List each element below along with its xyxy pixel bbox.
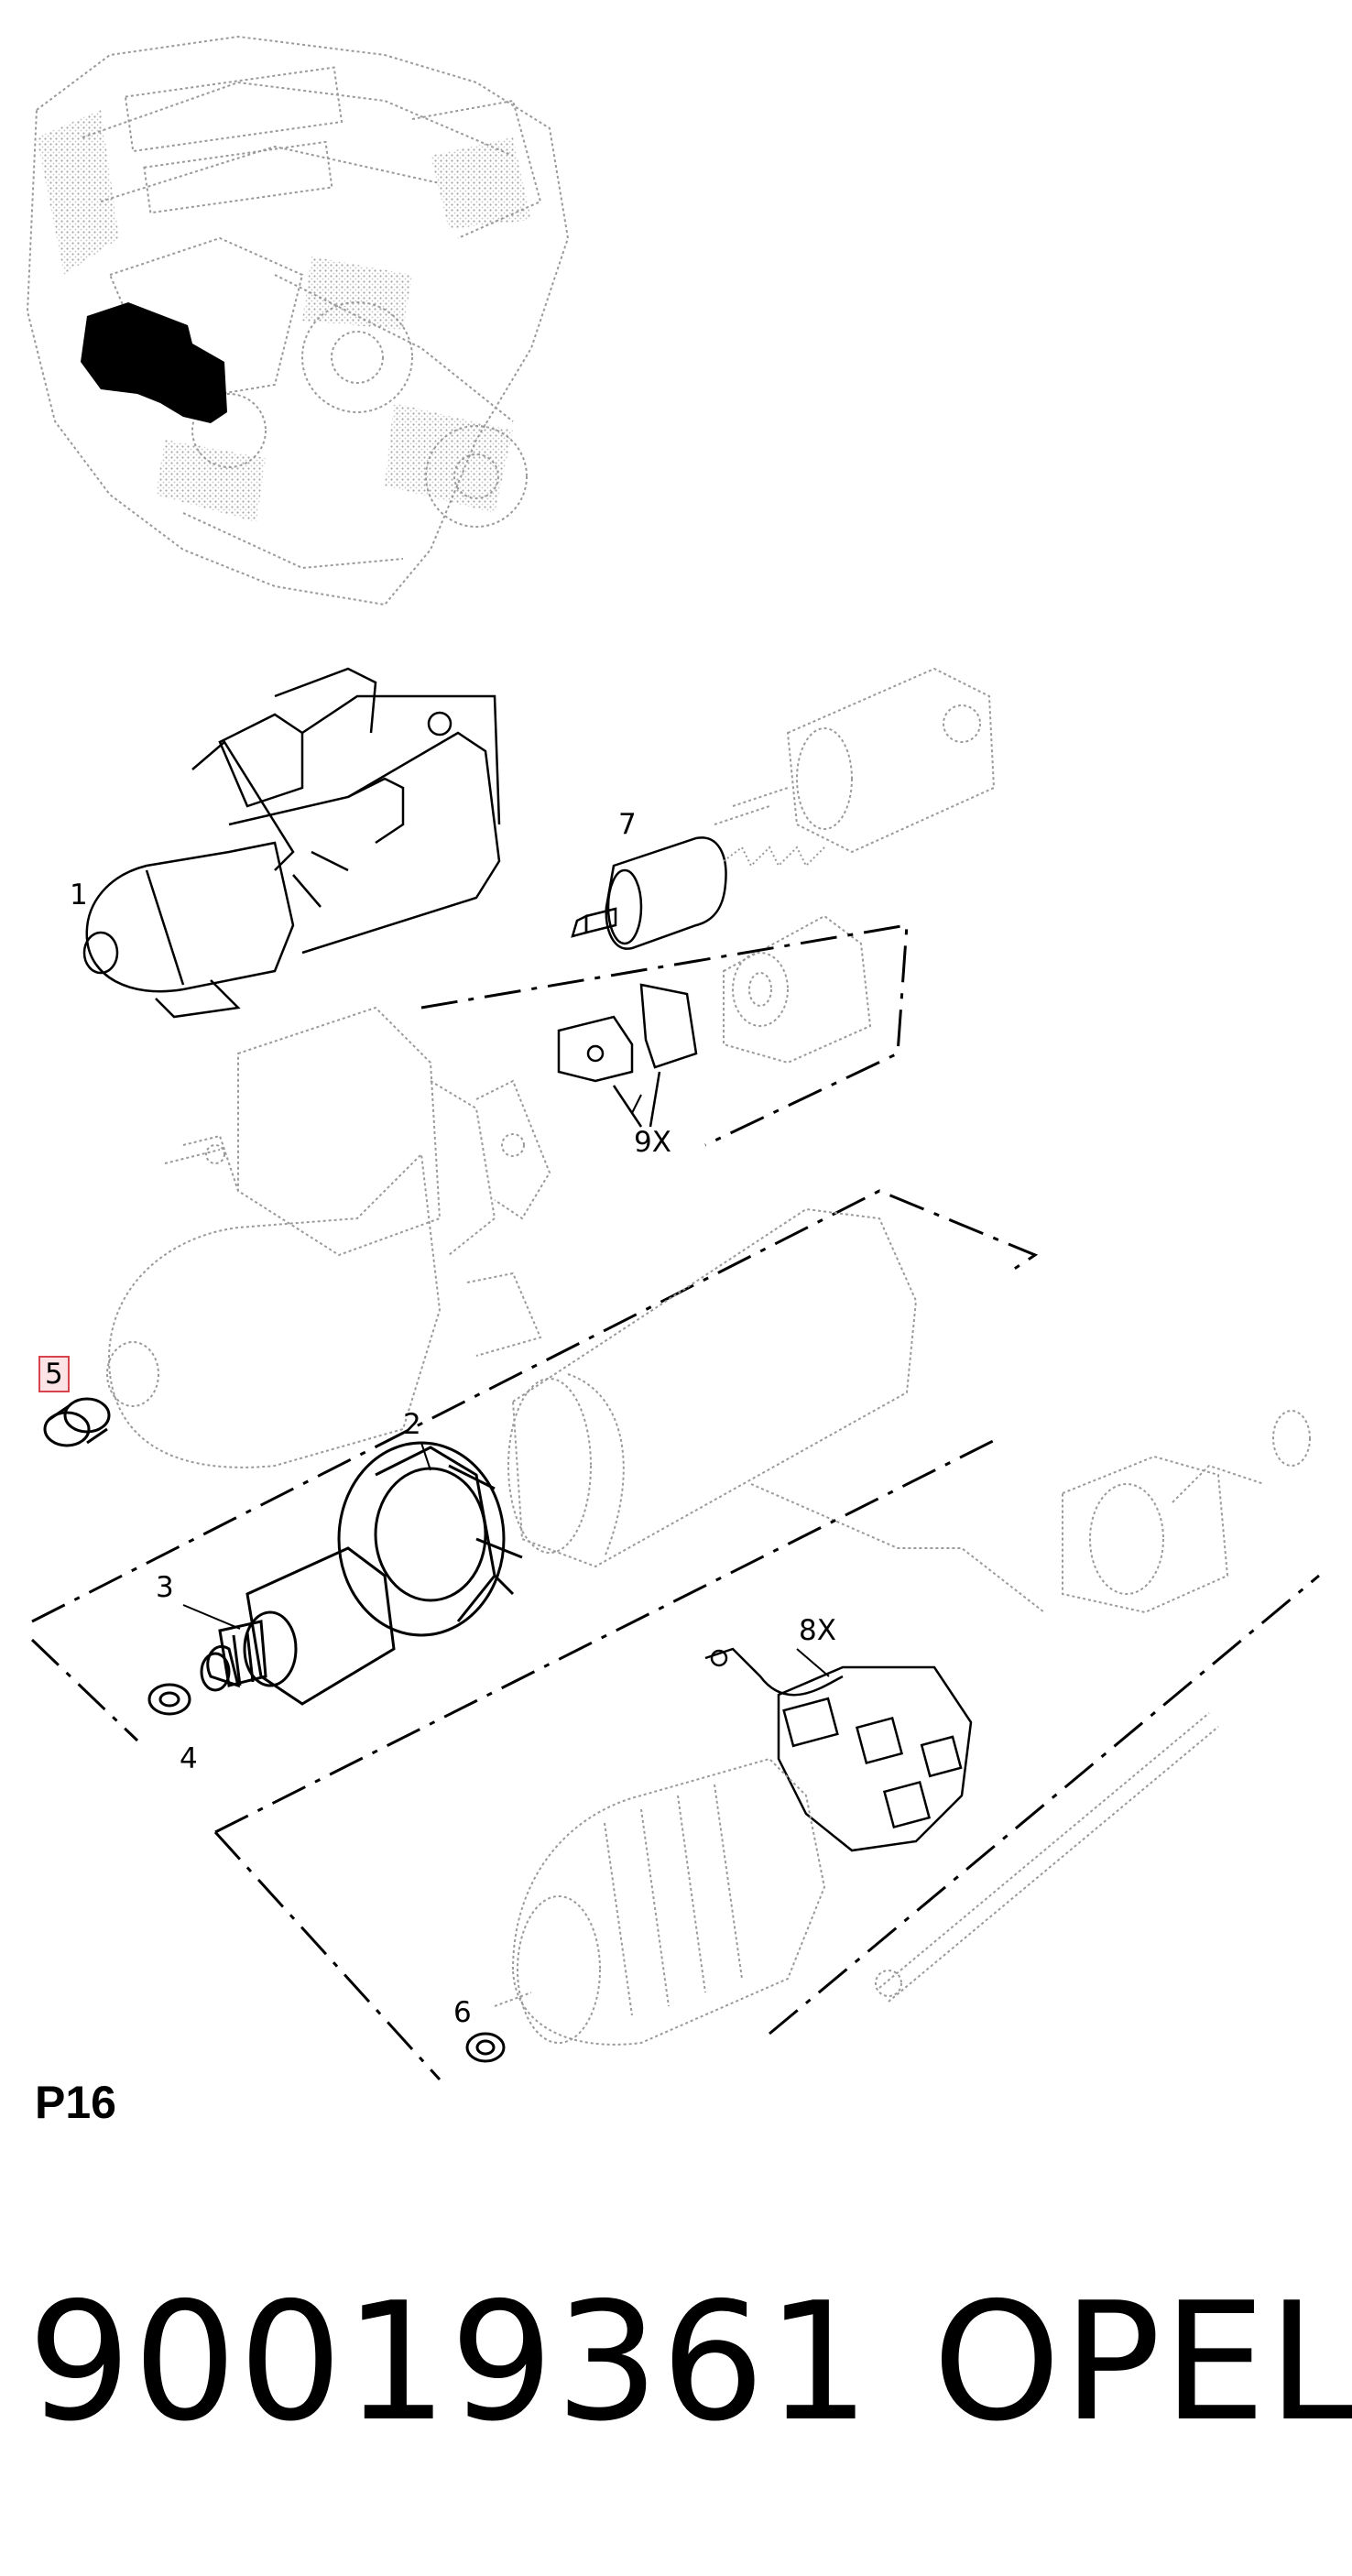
commutator-end-ghost — [750, 1410, 1311, 1614]
fork-lever-ghost — [475, 1079, 551, 1220]
callout-8x: 8X — [799, 1614, 836, 1647]
callout-2: 2 — [403, 1408, 421, 1441]
callout-5-highlighted[interactable]: 5 — [38, 1356, 70, 1392]
end-bearing — [465, 2032, 506, 2063]
leader-lines — [182, 1094, 830, 1677]
starter-motor-assembly — [82, 667, 501, 1019]
callout-1: 1 — [70, 879, 88, 911]
armature-ghost — [494, 1757, 826, 2046]
callout-6: 6 — [453, 1996, 472, 2029]
pinion-clutch — [200, 1546, 396, 1706]
intermediate-bearing — [337, 1441, 523, 1637]
callout-4: 4 — [180, 1742, 198, 1775]
through-bolt-ghost — [875, 1712, 1219, 2003]
spring-ghost — [723, 846, 825, 868]
assembly-frame-lower — [30, 1436, 1320, 2081]
washer-part — [147, 1683, 191, 1716]
engine-texture — [37, 110, 531, 522]
brand-name: OPEL — [932, 2267, 1352, 2457]
bushing-part — [43, 1397, 111, 1447]
page-code: P16 — [35, 2077, 116, 2128]
callout-7: 7 — [618, 808, 637, 841]
callout-3: 3 — [156, 1571, 174, 1604]
yoke-housing-ghost — [507, 1207, 918, 1568]
assembly-frame-upper — [420, 923, 909, 1147]
solenoid-plunger — [571, 836, 727, 950]
brush-holder — [704, 1647, 973, 1852]
starter-location-marker — [81, 302, 227, 423]
terminal-contacts — [557, 983, 698, 1128]
drive-end-housing-ghost — [106, 1006, 542, 1468]
solenoid-housing-ghost — [714, 667, 996, 854]
exploded-starter-diagram — [26, 35, 1320, 2081]
callout-9x: 9X — [634, 1126, 671, 1159]
assembly-frame-middle — [31, 1189, 1039, 1623]
cover-ghost — [723, 914, 872, 1064]
part-number: 90019361 — [27, 2267, 872, 2457]
